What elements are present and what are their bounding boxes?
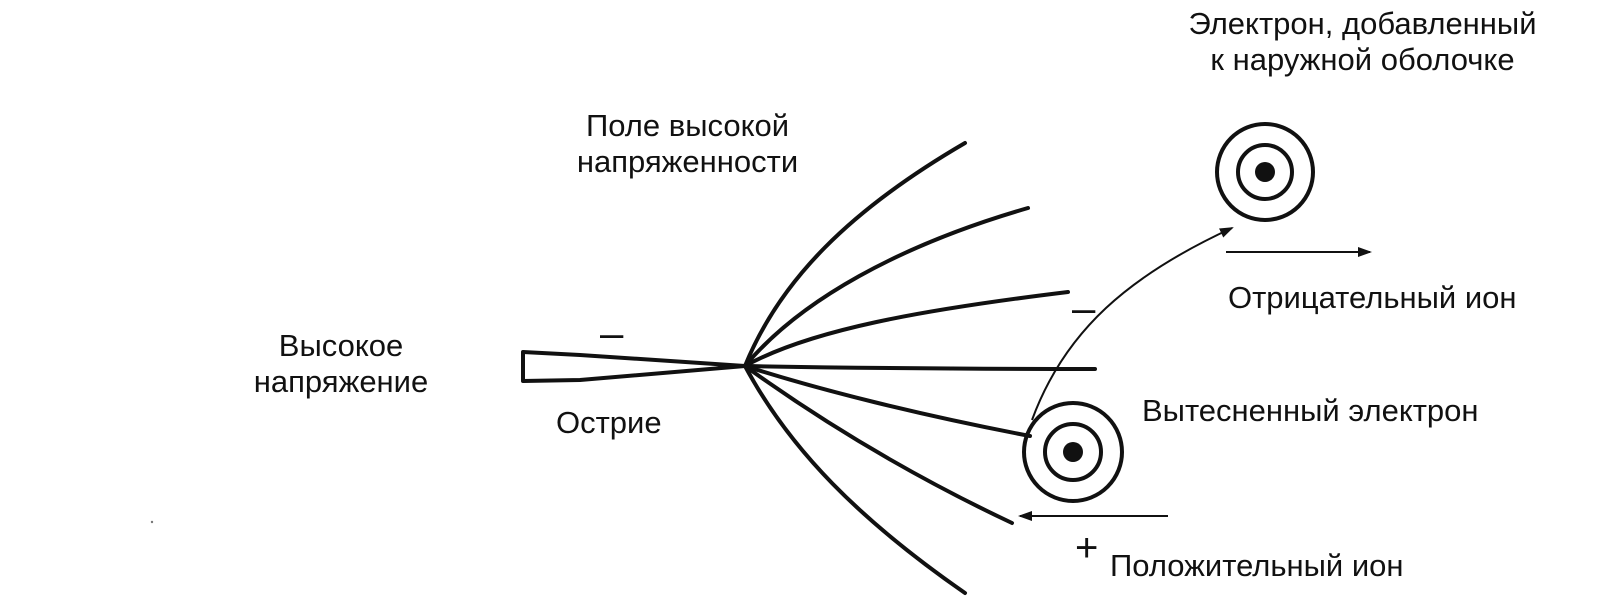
label-field-line1: Поле высокой bbox=[585, 108, 790, 143]
label-high-voltage-line1: Высокое bbox=[278, 328, 404, 363]
positive-ion-atom bbox=[1022, 401, 1124, 503]
field-line-outer-bottom bbox=[743, 364, 967, 595]
plus-sign-positive-ion: + bbox=[1075, 526, 1099, 570]
field-line-5 bbox=[743, 364, 1032, 438]
minus-sign-tip: – bbox=[600, 309, 624, 356]
negative-ion-atom bbox=[1215, 122, 1315, 222]
label-field-line2: напряженности bbox=[576, 144, 799, 179]
label-displaced-electron: Вытесненный электрон bbox=[1142, 393, 1479, 428]
field-line-6 bbox=[743, 364, 1014, 525]
electrode-tip bbox=[521, 350, 747, 383]
label-negative-ion: Отрицательный ион bbox=[1228, 280, 1517, 315]
label-tip: Острие bbox=[556, 405, 662, 440]
label-high-voltage: Высокое напряжение bbox=[236, 328, 446, 400]
label-field: Поле высокой напряженности bbox=[545, 108, 830, 180]
field-line-outer-top bbox=[743, 141, 967, 368]
label-electron-added: Электрон, добавленный к наружной оболочк… bbox=[1140, 6, 1585, 78]
field-lines bbox=[743, 141, 1097, 595]
electron-trajectory-arrow bbox=[1031, 227, 1234, 421]
label-electron-added-line2: к наружной оболочке bbox=[1210, 42, 1515, 77]
label-positive-ion: Положительный ион bbox=[1110, 548, 1404, 583]
speck bbox=[150, 520, 154, 524]
field-line-2 bbox=[743, 206, 1030, 368]
field-line-center bbox=[743, 364, 1097, 371]
label-electron-added-line1: Электрон, добавленный bbox=[1188, 6, 1537, 41]
field-line-3 bbox=[743, 290, 1070, 368]
label-high-voltage-line2: напряжение bbox=[253, 364, 429, 399]
minus-sign-field: – bbox=[1072, 284, 1096, 331]
